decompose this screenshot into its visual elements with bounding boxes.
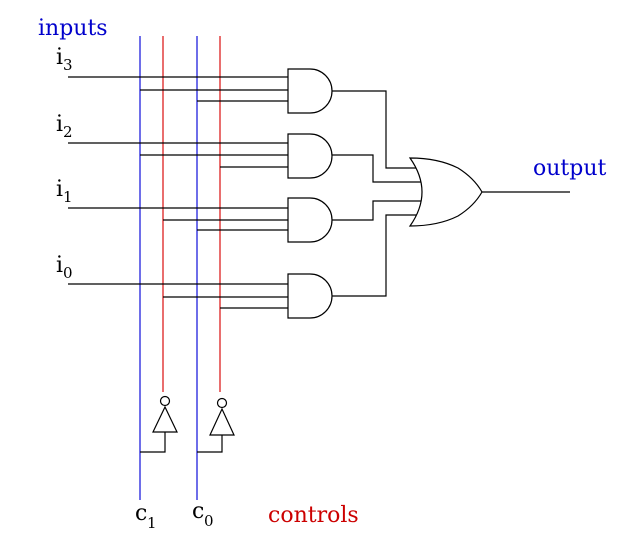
svg-text:2: 2 xyxy=(63,123,73,141)
and0-output-wire xyxy=(332,214,418,297)
and-gate-2 xyxy=(287,133,333,179)
svg-text:1: 1 xyxy=(147,514,157,532)
svg-text:i: i xyxy=(56,253,63,278)
svg-text:1: 1 xyxy=(63,188,73,206)
input-label-i3: i 3 xyxy=(56,45,73,74)
svg-text:c: c xyxy=(192,499,204,524)
or-gate xyxy=(408,157,483,227)
and2-output-wire xyxy=(332,154,423,183)
svg-text:c: c xyxy=(135,501,147,526)
control-label-c1: c 1 xyxy=(135,501,157,532)
and-control-taps xyxy=(140,89,288,309)
and-gate-3 xyxy=(287,68,333,114)
svg-text:0: 0 xyxy=(204,512,214,530)
not-gate-c0 xyxy=(197,397,235,453)
input-label-i0: i 0 xyxy=(56,253,73,282)
svg-text:i: i xyxy=(56,112,63,137)
input-label-i2: i 2 xyxy=(56,112,73,141)
output-label: output xyxy=(533,156,607,181)
controls-label: controls xyxy=(268,503,359,528)
not-gate-c1 xyxy=(140,395,178,453)
svg-text:0: 0 xyxy=(63,264,73,282)
and-gate-0 xyxy=(287,273,333,319)
svg-text:3: 3 xyxy=(63,56,73,74)
inputs-label: inputs xyxy=(38,16,108,41)
and3-output-wire xyxy=(332,90,418,169)
and-gate-1 xyxy=(287,197,333,243)
input-label-i1: i 1 xyxy=(56,177,73,206)
svg-text:i: i xyxy=(56,177,63,202)
svg-text:i: i xyxy=(56,45,63,70)
and1-output-wire xyxy=(332,200,423,221)
control-label-c0: c 0 xyxy=(192,499,214,530)
